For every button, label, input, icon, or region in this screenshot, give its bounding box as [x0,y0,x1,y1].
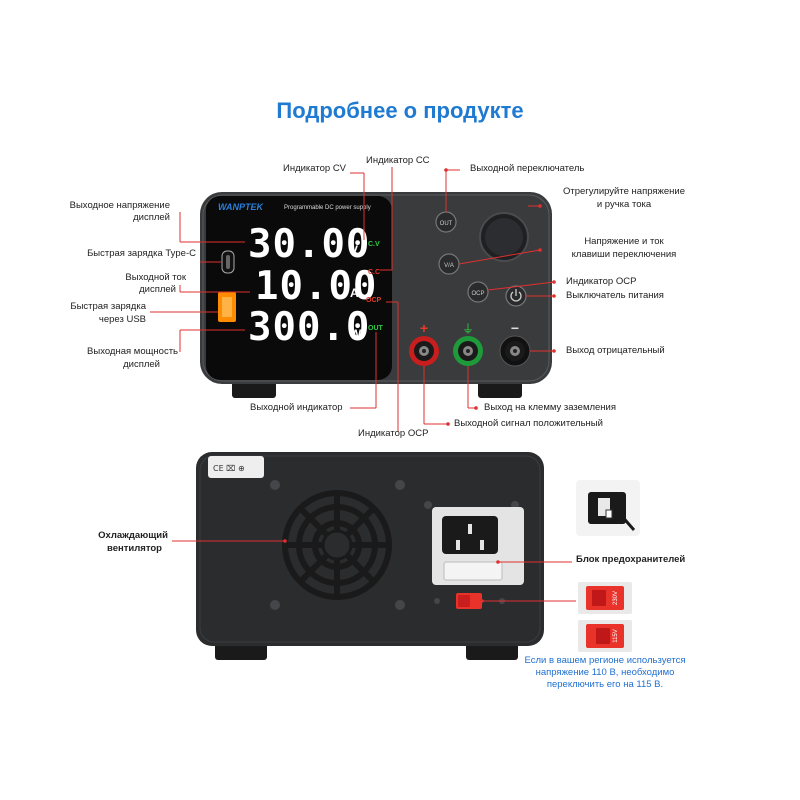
voltage-unit: V [350,243,358,257]
label-va-keys-1: Напряжение и ток [584,236,664,247]
label-fuse-block: Блок предохранителей [576,554,686,565]
svg-text:OUT: OUT [440,221,453,227]
label-cv-indicator: Индикатор CV [283,163,347,174]
label-cc-indicator: Индикатор CC [366,155,430,166]
panel-subtitle: Programmable DC power supply [284,205,371,211]
display-panel [206,196,392,380]
label-ground-output: Выход на клемму заземления [484,402,617,413]
note-line-1: Если в вашем регионе используется [524,655,686,666]
label-usb-charge-2: через USB [98,314,146,325]
out-indicator: OUT [368,325,384,332]
current-display: 10.00 [255,264,377,309]
switch-inset-230: 230V [578,582,632,614]
positive-terminal[interactable] [409,336,439,366]
label-power-switch: Выключатель питания [566,290,664,301]
power-icon [510,291,522,302]
label-current-display-1: Выходной ток [125,272,186,283]
power-unit: W [350,327,362,341]
page-title: Подробнее о продукте [276,98,524,123]
brand-logo: WANPTEK [218,202,265,212]
current-unit: A [350,286,359,300]
svg-text:V/A: V/A [444,263,454,269]
negative-terminal[interactable] [499,335,531,367]
power-display: 300.0 [248,305,370,350]
label-ocp-indicator-right: Индикатор OCP [566,276,637,287]
cert-label [208,456,264,478]
back-unit: CE ⌧ ⊕ [196,452,544,660]
svg-text:+: + [420,320,428,336]
fuse-inset [576,480,640,536]
label-output-indicator: Выходной индикатор [250,402,343,413]
ground-symbol-icon: ⏚ [462,322,474,336]
cv-indicator: C.V [368,241,380,248]
ocp-button[interactable] [467,281,489,303]
label-output-switch: Выходной переключатель [470,163,585,174]
switch-115-label: 115V [613,629,619,643]
label-voltage-display-2: дисплей [133,212,170,223]
label-voltage-display-1: Выходное напряжение [69,200,170,211]
label-fan-2: вентилятор [107,543,162,554]
label-current-display-2: дисплей [139,284,176,295]
label-pos-output: Выходной сигнал положительный [454,418,603,429]
ocp-indicator: OCP [366,297,382,304]
svg-text:OCP: OCP [471,291,484,297]
label-ocp-indicator-bottom: Индикатор OCP [358,428,429,439]
label-power-display-2: дисплей [123,359,160,370]
label-neg-output: Выход отрицательный [566,345,665,356]
voltage-display: 30.00 [248,222,370,267]
label-typec-charge: Быстрая зарядка Type-C [87,248,196,259]
label-fan-1: Охлаждающий [98,530,168,541]
note-line-3: переключить его на 115 В. [546,679,664,690]
label-va-keys-2: клавиши переключения [571,249,677,260]
ground-terminal[interactable] [453,336,483,366]
ac-socket [442,516,498,554]
cc-indicator: C.C [368,269,380,276]
callout-lines-front [150,167,555,432]
front-unit: WANPTEK Programmable DC power supply 30.… [200,192,552,398]
callout-lines-back [172,540,576,602]
switch-230-label: 230V [613,591,619,605]
cert-marks: CE ⌧ ⊕ [213,464,245,473]
fuse-drawer[interactable] [443,561,503,581]
switch-inset-115: 115V [578,620,632,652]
svg-text:−: − [511,320,519,336]
label-usb-charge-1: Быстрая зарядка [70,301,146,312]
fan-grill [282,490,392,600]
label-adjust-knob-2: и ручка тока [596,199,652,210]
label-power-display-1: Выходная мощность [87,346,178,357]
note-line-2: напряжение 110 В, необходимо [535,667,675,678]
label-adjust-knob-1: Отрегулируйте напряжение [562,186,686,197]
